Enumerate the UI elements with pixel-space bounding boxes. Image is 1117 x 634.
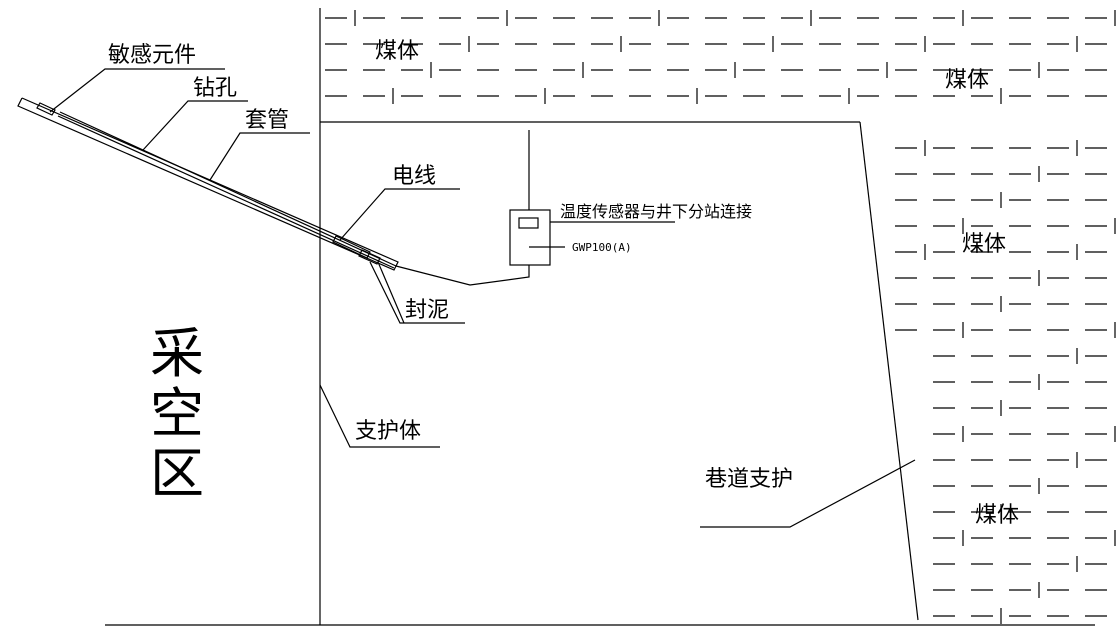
svg-text:采空区: 采空区 [150, 322, 204, 505]
label-wire: 电线 [392, 164, 436, 189]
label-sensor-connection: 温度传感器与井下分站连接 [560, 202, 752, 221]
label-casing: 套管 [245, 108, 289, 133]
label-coal-1: 煤体 [375, 39, 419, 64]
label-support-body: 支护体 [355, 419, 421, 444]
label-sensor-element: 敏感元件 [108, 43, 196, 68]
label-coal-2: 煤体 [945, 68, 989, 93]
leaders [49, 68, 916, 528]
label-coal-3: 煤体 [962, 232, 1006, 257]
label-coal-4: 煤体 [975, 503, 1019, 528]
borehole [17, 97, 399, 271]
sensor-wire [395, 265, 530, 286]
label-roadway-support: 巷道支护 [705, 467, 793, 492]
roadway-right-wall [859, 121, 919, 621]
label-sensor-model: GWP100(A) [572, 241, 632, 254]
sensor-box [509, 209, 551, 266]
coal-hatching [325, 10, 1116, 624]
label-sealing-mud: 封泥 [405, 298, 449, 323]
label-goaf: 采空区 [150, 322, 204, 505]
label-borehole: 钻孔 [193, 76, 237, 101]
